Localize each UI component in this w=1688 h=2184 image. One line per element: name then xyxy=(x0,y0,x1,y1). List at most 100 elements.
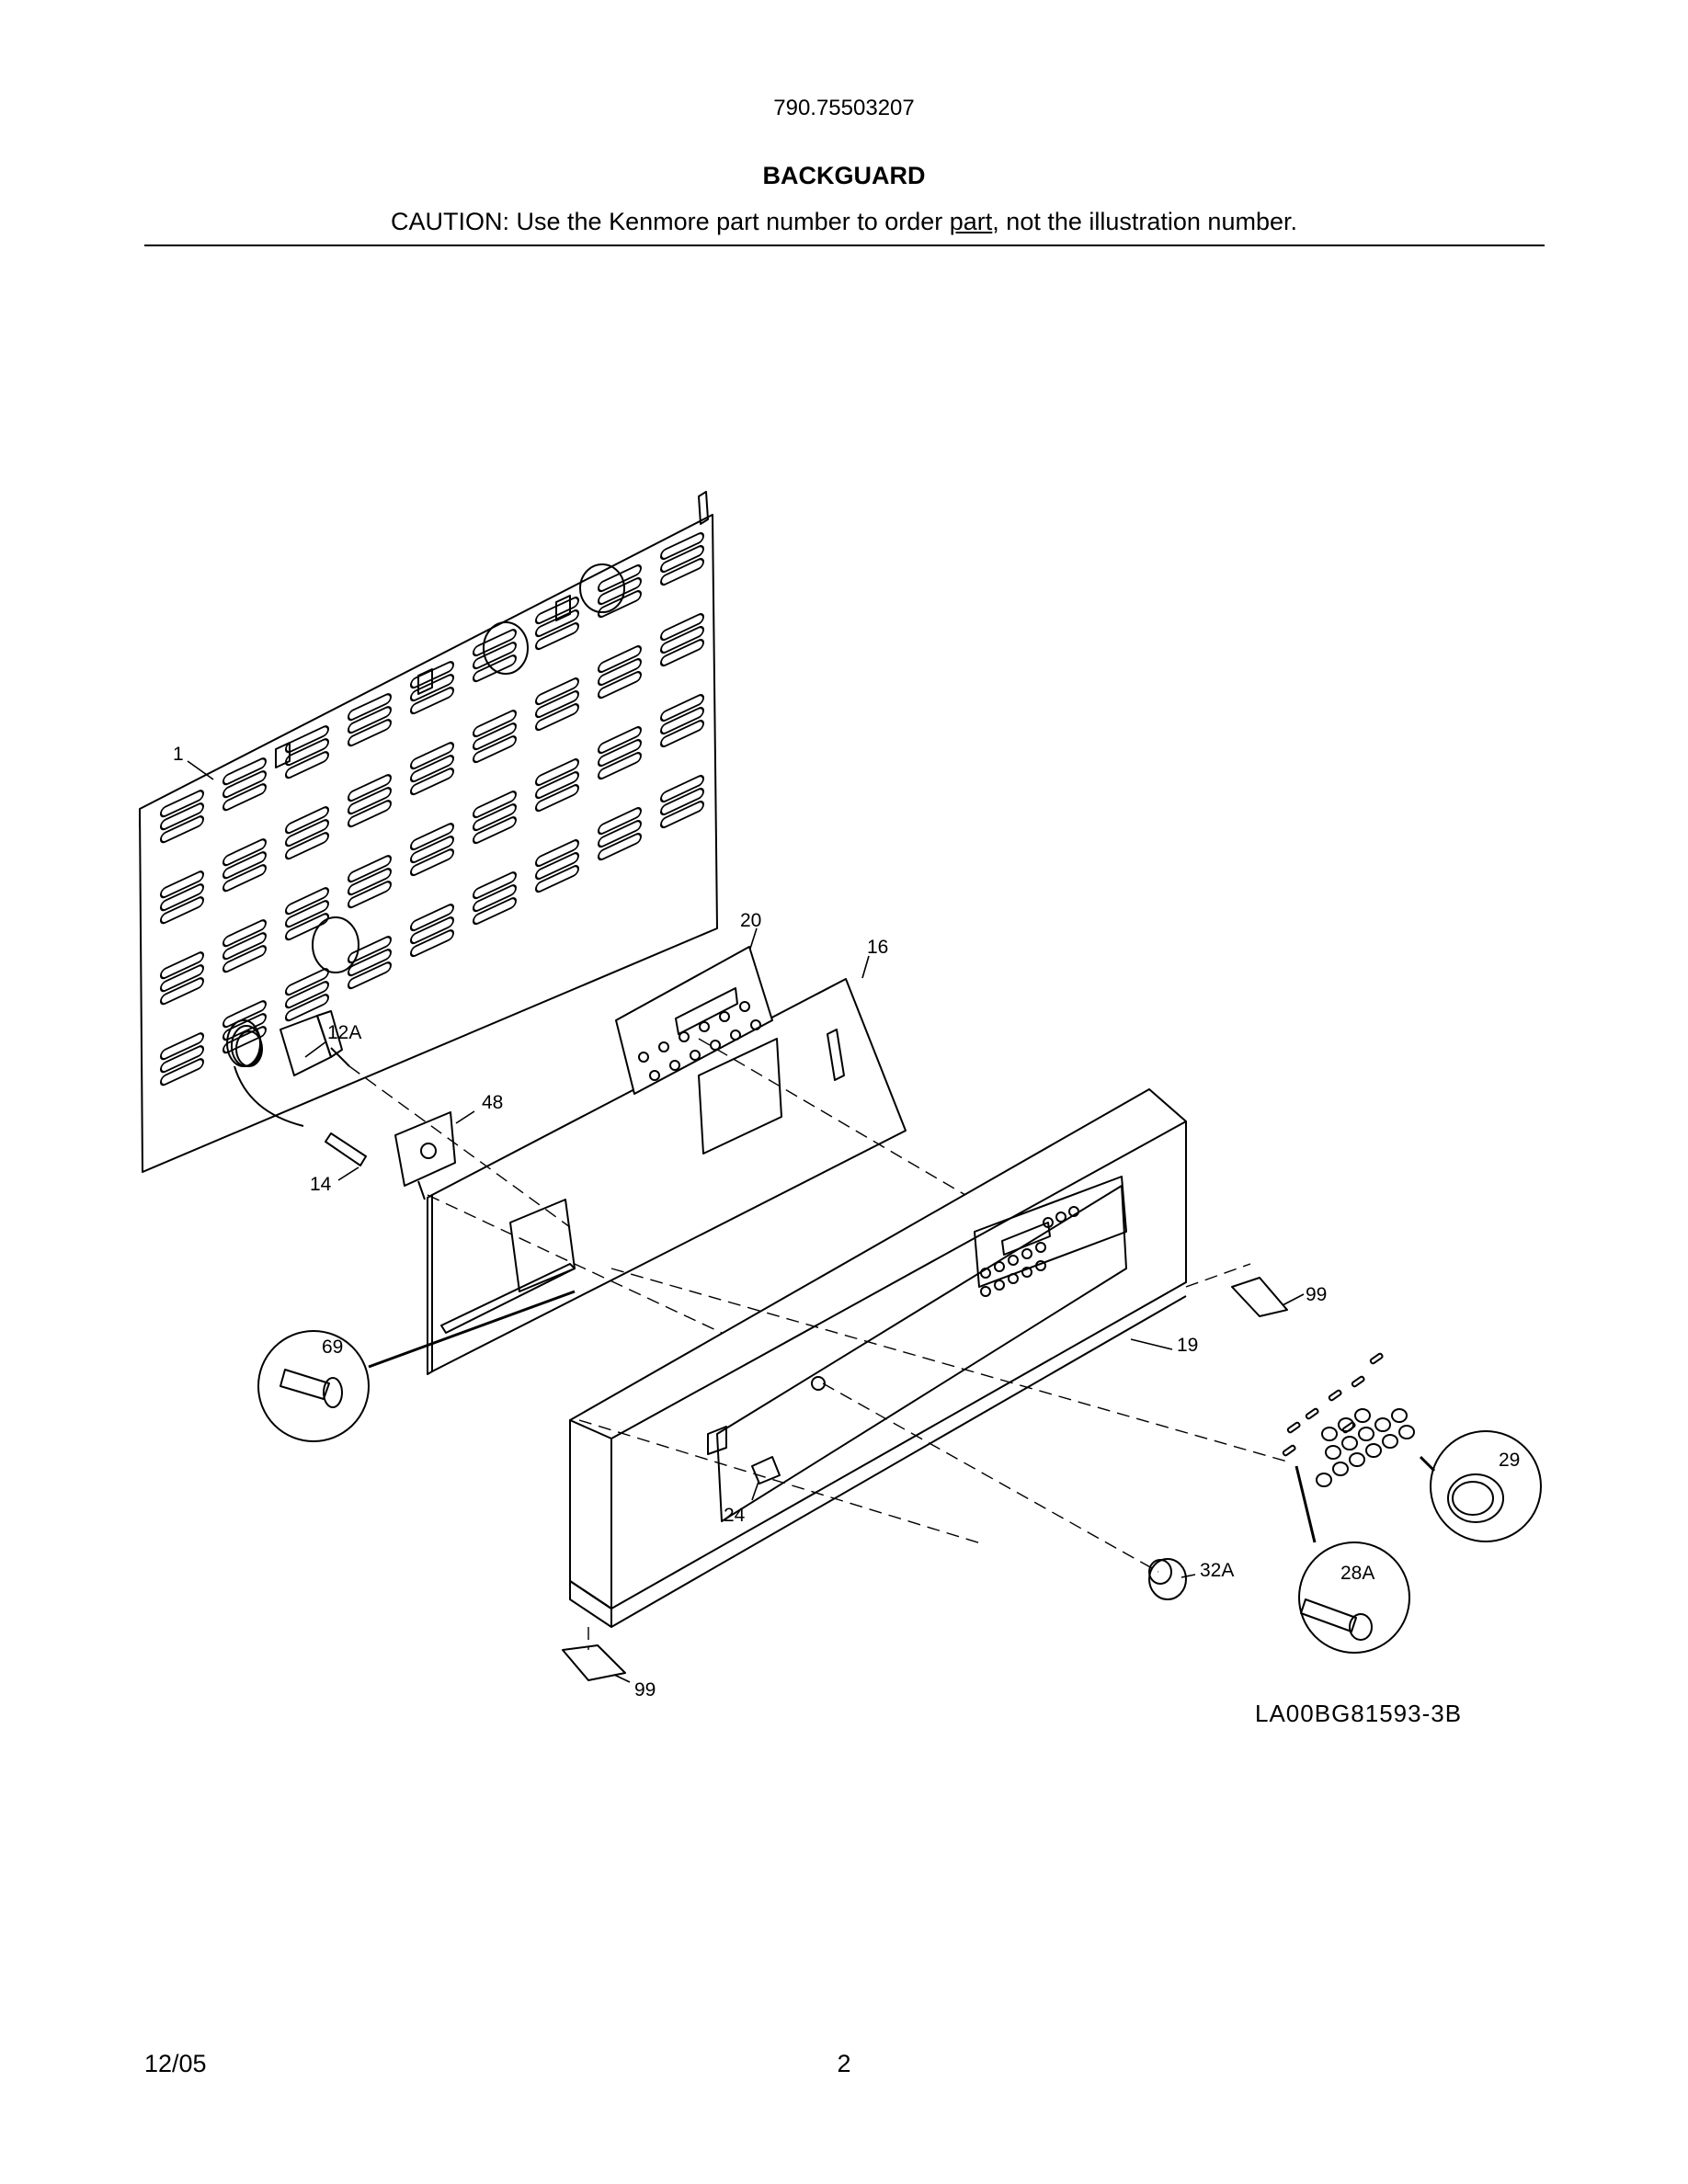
hardware-nut xyxy=(1358,1427,1374,1441)
louver-slot xyxy=(348,693,392,722)
louver-slot xyxy=(348,800,392,828)
hardware-screw xyxy=(1341,1421,1356,1434)
louver-slot xyxy=(473,642,517,670)
clock-board-part-20 xyxy=(615,946,773,1095)
louver-slot xyxy=(535,677,579,706)
board-button xyxy=(679,1031,690,1042)
section-title: BACKGUARD xyxy=(762,162,926,189)
hardware-nut xyxy=(1341,1436,1358,1450)
louver-slot xyxy=(410,929,454,958)
louver-slot xyxy=(410,916,454,945)
louver-slot xyxy=(535,690,579,719)
louver-slot xyxy=(285,819,329,847)
panel-button xyxy=(1008,1255,1019,1266)
callout-69: 69 xyxy=(322,1337,343,1358)
louver-slot xyxy=(473,803,517,832)
louver-slot xyxy=(410,674,454,702)
louver-slot xyxy=(348,961,392,990)
louver-slot xyxy=(535,852,579,881)
panel-button xyxy=(1043,1217,1054,1228)
louver-slot xyxy=(598,752,642,780)
louver-slot xyxy=(598,645,642,674)
louver-slot xyxy=(285,900,329,928)
louver-slot xyxy=(473,722,517,751)
louver-slot xyxy=(660,707,704,735)
louver-slot xyxy=(285,832,329,860)
louver-slot xyxy=(535,839,579,868)
callout-99-right: 99 xyxy=(1306,1284,1327,1305)
footer-page-number: 2 xyxy=(837,2050,851,2077)
louver-slot xyxy=(473,816,517,845)
louver-slot xyxy=(598,726,642,755)
panel-button xyxy=(994,1261,1005,1272)
switch-part-24 xyxy=(751,1456,781,1484)
louver-slot xyxy=(473,629,517,657)
louver-slot xyxy=(222,770,267,799)
louver-slot xyxy=(160,883,204,912)
alignment-lines xyxy=(348,1038,1288,1650)
louver-slot xyxy=(410,768,454,796)
small-hardware-group xyxy=(1282,1352,1415,1487)
control-panel-part-19 xyxy=(569,1088,1187,1628)
board-buttons xyxy=(638,1001,761,1081)
louver-slot xyxy=(348,706,392,734)
louver-slot xyxy=(348,787,392,815)
panel-button xyxy=(994,1280,1005,1291)
louver-slot xyxy=(222,1026,267,1054)
louver-slot xyxy=(660,694,704,722)
panel-buttons xyxy=(980,1206,1079,1297)
louver-slot xyxy=(285,994,329,1022)
hardware-nut xyxy=(1321,1427,1338,1441)
board-button xyxy=(649,1070,660,1081)
hardware-screw xyxy=(1286,1421,1301,1434)
hardware-nut xyxy=(1398,1425,1415,1439)
callout-99-bottom: 99 xyxy=(634,1679,656,1701)
louver-slot xyxy=(410,755,454,783)
louver-slot xyxy=(535,597,579,625)
hardware-nut xyxy=(1354,1408,1371,1423)
model-number: 790.75503207 xyxy=(773,96,915,120)
detail-circle-69 xyxy=(257,1330,370,1442)
louver-slot xyxy=(410,848,454,877)
hardware-nut xyxy=(1365,1443,1382,1458)
louver-slot xyxy=(410,823,454,851)
panel-button xyxy=(1035,1260,1046,1271)
louver-slot xyxy=(535,865,579,893)
caution-suffix: , not the illustration number. xyxy=(992,208,1297,235)
callout-20: 20 xyxy=(740,910,761,931)
callout-19: 19 xyxy=(1177,1335,1198,1356)
louver-slot xyxy=(160,951,204,980)
footer-date: 12/05 xyxy=(144,2050,207,2077)
hardware-nut xyxy=(1316,1473,1332,1487)
louver-slot xyxy=(660,613,704,642)
panel-button xyxy=(1021,1248,1032,1259)
hardware-nut xyxy=(1374,1417,1391,1432)
hardware-screw xyxy=(1369,1352,1384,1365)
louver-slot xyxy=(285,913,329,941)
louver-slot xyxy=(598,671,642,700)
callout-24: 24 xyxy=(724,1505,746,1526)
louver-slot xyxy=(473,884,517,913)
hardware-screw xyxy=(1351,1375,1365,1388)
louver-slot xyxy=(410,904,454,932)
thermostat-part-12A xyxy=(226,1010,350,1127)
board-button xyxy=(638,1052,649,1063)
panel-button xyxy=(980,1286,991,1297)
callout-1: 1 xyxy=(173,744,184,765)
louver-slot xyxy=(598,807,642,836)
panel-button xyxy=(980,1268,991,1279)
louver-slot xyxy=(285,968,329,996)
panel-louvers xyxy=(160,532,704,1086)
louver-slot xyxy=(285,738,329,767)
louver-slot xyxy=(285,751,329,779)
end-cap-part-99-right xyxy=(1231,1277,1288,1317)
louver-slot xyxy=(160,870,204,899)
louver-slot xyxy=(473,871,517,900)
diagram-code: LA00BG81593-3B xyxy=(1255,1700,1462,1727)
louver-slot xyxy=(410,742,454,770)
board-button xyxy=(730,1029,741,1041)
detail-circle-28A xyxy=(1298,1541,1410,1654)
board-button xyxy=(710,1040,721,1051)
header-rule xyxy=(144,245,1545,246)
hardware-nut xyxy=(1382,1434,1398,1449)
